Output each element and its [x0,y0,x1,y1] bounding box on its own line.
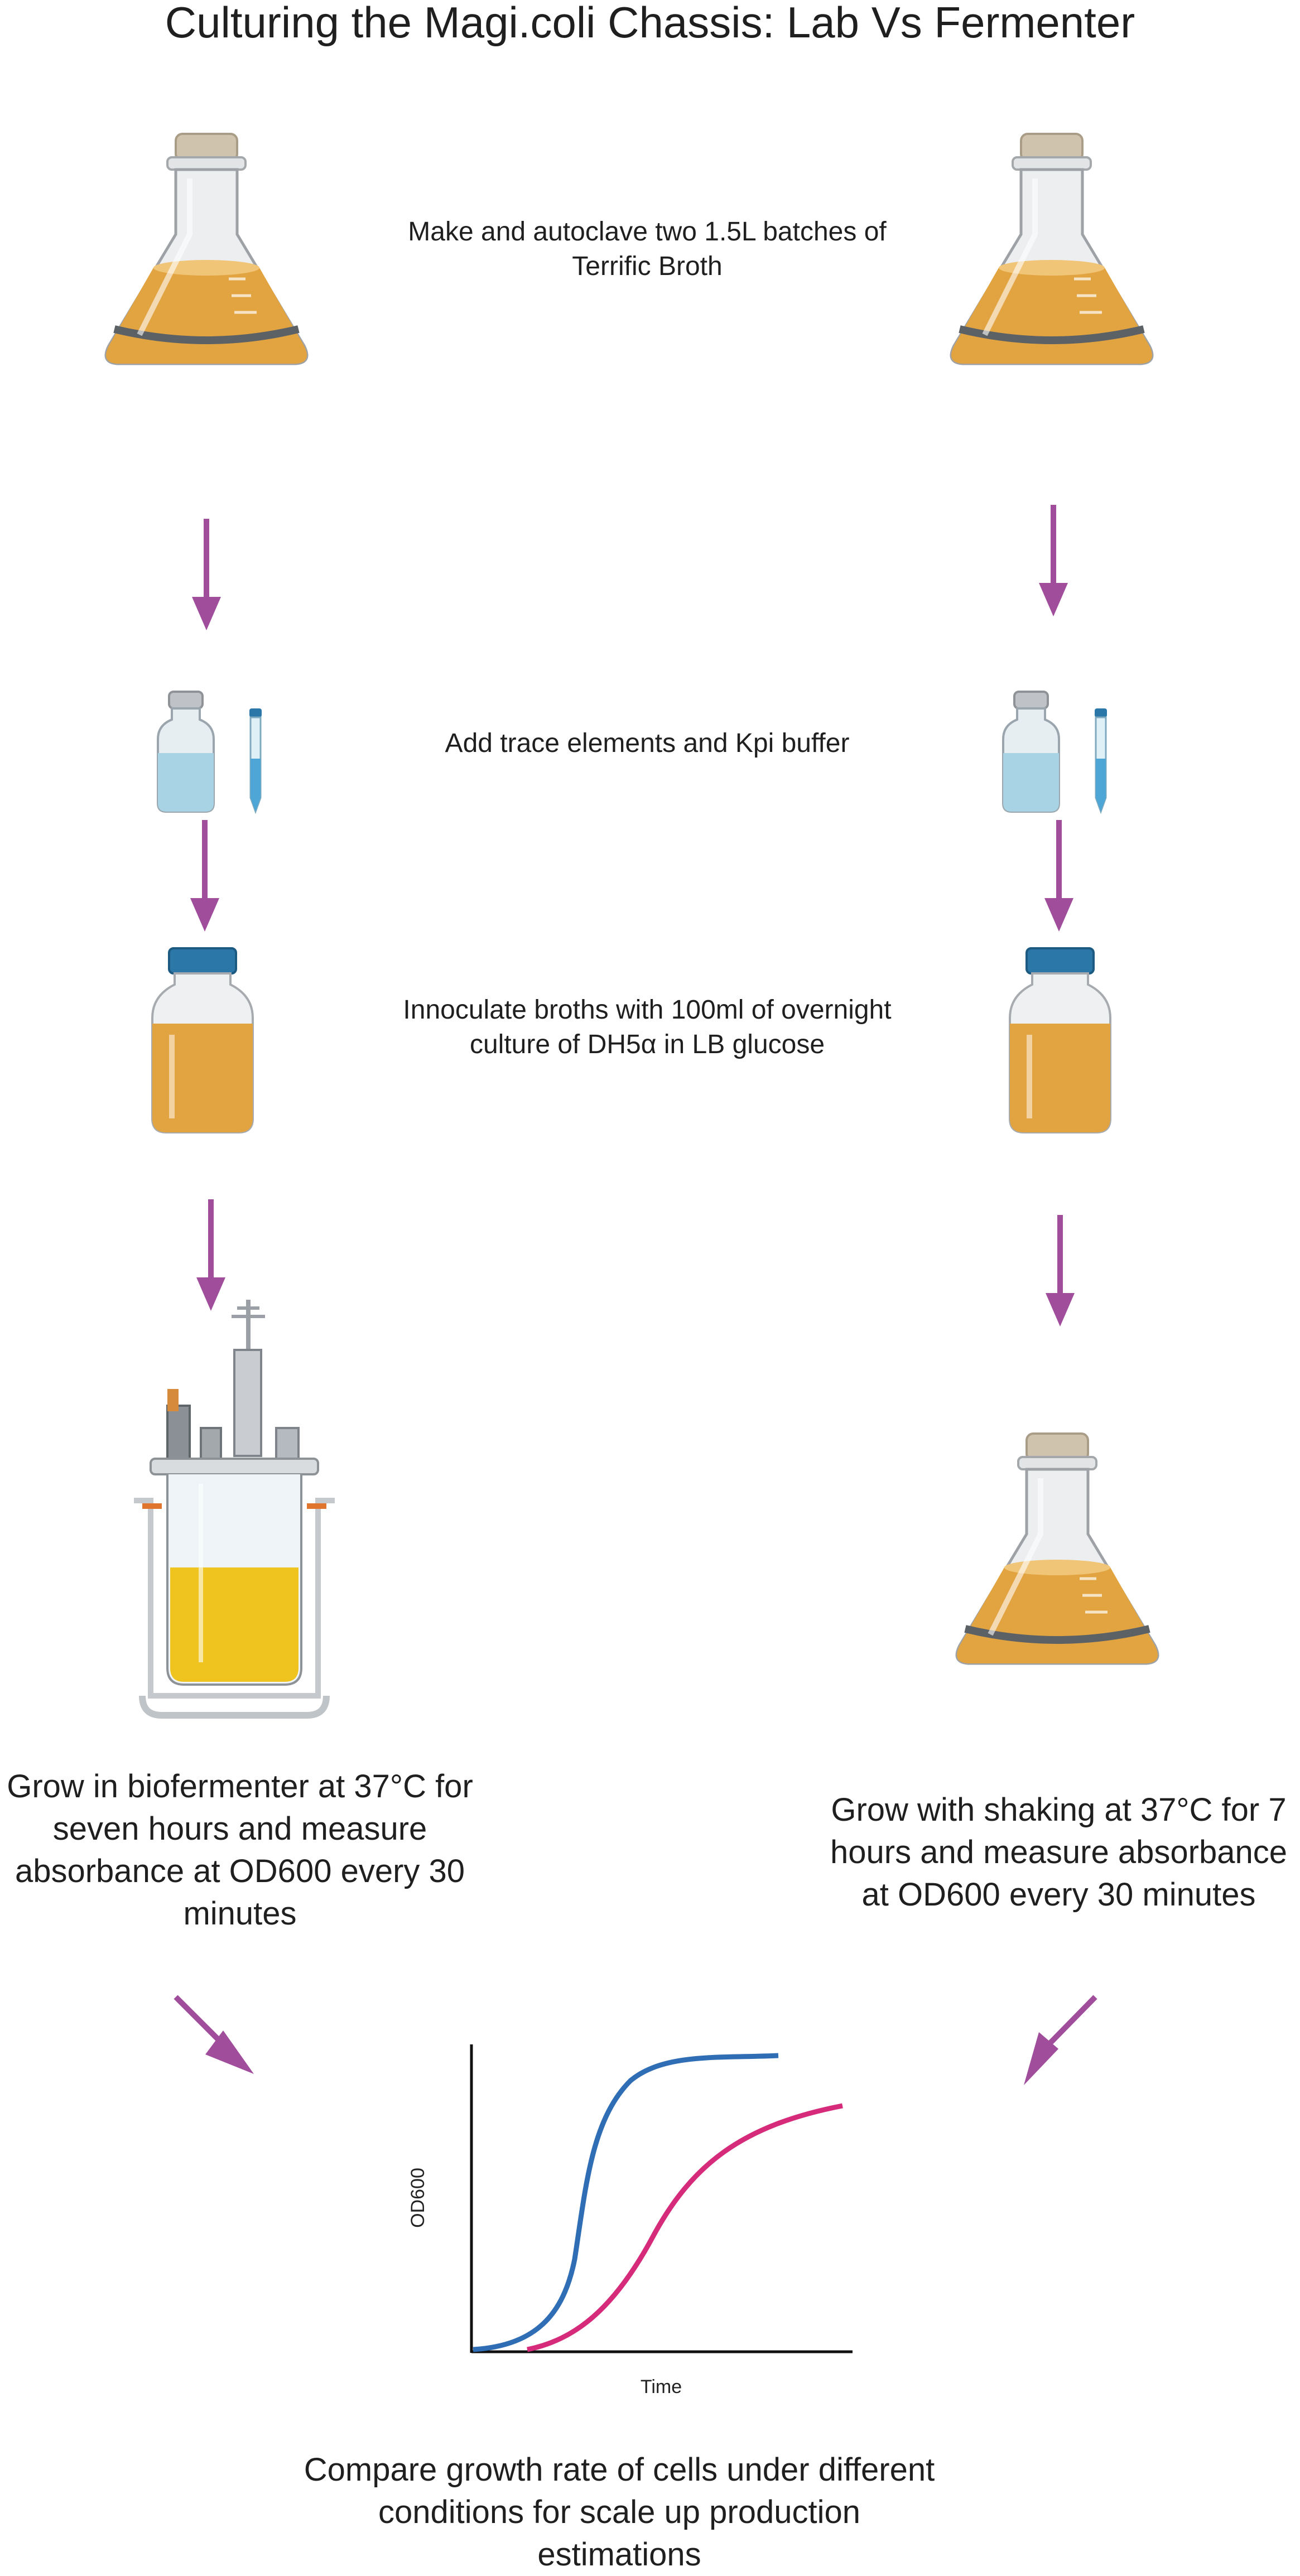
media-bottle-icon [1010,948,1110,1132]
arrow-down-icon [192,519,221,630]
page-title: Culturing the Magi.coli Chassis: Lab Vs … [165,0,1135,47]
curve-pink [527,2103,843,2352]
left-grow-text: Grow in biofermenter at 37°C for seven h… [7,1768,473,1932]
media-bottle-icon [152,948,253,1132]
arrow-diagonal-right-icon [1024,1995,1097,2085]
erlenmeyer-flask-icon [951,134,1152,364]
arrow-down-icon [190,820,219,932]
arrow-down-icon [1044,820,1073,932]
curve-blue [473,2053,779,2352]
erlenmeyer-flask-icon [957,1434,1158,1663]
erlenmeyer-flask-icon [106,134,307,364]
centrifuge-tube-icon [1094,707,1108,813]
compare-text: Compare growth rate of cells under diffe… [304,2452,935,2573]
right-grow-text: Grow with shaking at 37°C for 7 hours an… [830,1792,1287,1913]
x-axis-label: Time [641,2376,682,2397]
step-2-text: Add trace elements and Kpi buffer [445,729,850,758]
arrow-down-icon [196,1199,225,1311]
medium-bottle-icon [157,691,215,813]
step-3-text: Innoculate broths with 100ml of overnigh… [403,995,892,1060]
medium-bottle-icon [1002,691,1060,813]
step-1-text: Make and autoclave two 1.5L batches of T… [408,217,887,282]
y-axis-label: OD600 [407,2168,428,2228]
arrow-down-icon [1046,1215,1075,1326]
arrow-diagonal-left-icon [174,1995,254,2074]
bioreactor-icon [134,1300,335,1719]
centrifuge-tube-icon [248,707,263,813]
arrow-down-icon [1039,505,1068,616]
growth-curve-graph: Time OD600 [407,2044,853,2397]
